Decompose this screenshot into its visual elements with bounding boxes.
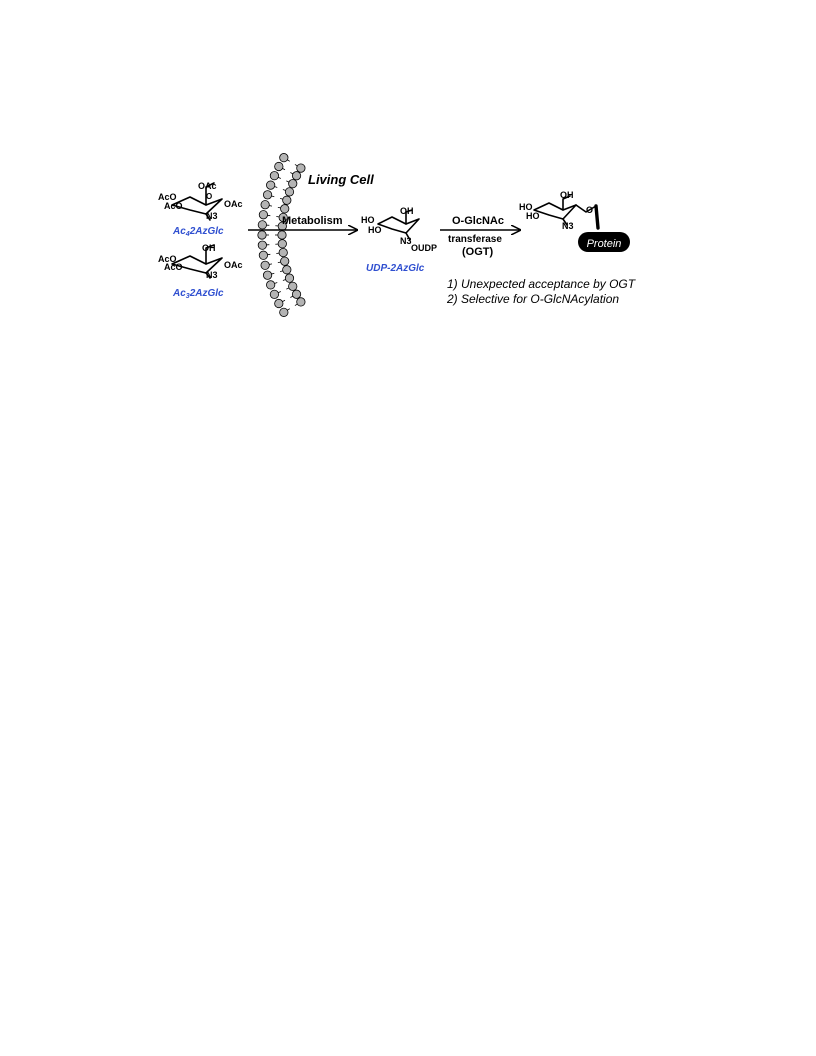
lipid-head-outer <box>269 171 280 181</box>
note-1: 1) Unexpected acceptance by OGT <box>447 277 637 291</box>
group-oh-top: OH <box>202 243 216 253</box>
lipid-head-outer <box>260 260 270 270</box>
glycosidic-oxygen: O <box>586 205 593 215</box>
lipid-head-inner <box>291 289 302 299</box>
ac3-2azglc-structure: OH AcO AcO OAc N3 Ac32AzGlc <box>158 243 243 300</box>
lipid-head-outer <box>274 298 284 309</box>
ac3-2azglc-name: Ac32AzGlc <box>172 288 224 300</box>
lipid-head-outer <box>266 280 276 290</box>
group-azide: N3 <box>206 270 218 280</box>
group-azide: N3 <box>562 221 574 231</box>
protein-shape <box>578 232 630 252</box>
group-ho-2: HO <box>526 211 540 221</box>
lipid-head-outer <box>262 190 273 200</box>
lipid-head-inner <box>280 256 290 266</box>
group-ho-2: HO <box>368 225 382 235</box>
lipid-head-inner <box>288 281 298 291</box>
lipid-head-inner <box>278 212 288 223</box>
lipid-head-inner <box>280 204 290 214</box>
group-oh-top: OH <box>400 206 414 216</box>
glycoprotein-product: OH HO HO N3 O Protein <box>519 190 630 252</box>
lipid-head-outer <box>258 210 268 220</box>
lipid-head-inner <box>284 273 295 283</box>
lipid-head-inner <box>277 230 287 240</box>
lipid-head-outer <box>257 230 267 240</box>
group-oh-top: OH <box>560 190 574 200</box>
lipid-head-outer <box>262 270 273 280</box>
group-ho-1: HO <box>361 215 375 225</box>
group-aco-2: AcO <box>164 201 183 211</box>
group-aco-1: AcO <box>158 254 177 264</box>
metabolism-label: Metabolism <box>282 215 343 227</box>
ac4-2azglc-structure: OAc AcO AcO OAc N3 O Ac42AzGlc <box>158 181 243 238</box>
udp-2azglc-name: UDP-2AzGlc <box>366 263 425 274</box>
lipid-head-outer <box>257 240 267 250</box>
lipid-head-outer <box>279 307 289 317</box>
lipid-head-inner <box>284 187 295 197</box>
group-oac-anomeric: OAc <box>224 260 243 270</box>
lipid-head-outer <box>257 220 267 230</box>
group-aco-2: AcO <box>164 262 183 272</box>
living-cell-label: Living Cell <box>308 172 374 187</box>
udp-2azglc-structure: OH HO HO OUDP N3 UDP-2AzGlc <box>361 206 437 274</box>
ogt-label-bot: (OGT) <box>462 246 493 258</box>
group-aco-1: AcO <box>158 192 177 202</box>
lipid-head-outer <box>260 200 270 210</box>
lipid-head-outer <box>258 250 268 260</box>
group-ho-1: HO <box>519 202 533 212</box>
lipid-head-inner <box>277 239 287 249</box>
lipid-head-inner <box>291 171 302 181</box>
note-2: 2) Selective for O-GlcNAcylation <box>446 292 619 306</box>
group-oac-anomeric: OAc <box>224 199 243 209</box>
lipid-head-inner <box>278 247 288 258</box>
group-azide: N3 <box>206 211 218 221</box>
group-oudp: OUDP <box>411 243 437 253</box>
lipid-head-inner <box>282 195 292 205</box>
ogt-label-mid: transferase <box>448 234 502 245</box>
ring-oxygen: O <box>206 192 212 201</box>
lipid-head-outer <box>274 161 284 172</box>
lipid-head-outer <box>266 180 276 190</box>
lipid-head-outer <box>269 289 280 299</box>
group-azide: N3 <box>400 236 412 246</box>
protein-label: Protein <box>587 238 622 250</box>
ac4-2azglc-name: Ac42AzGlc <box>172 226 224 238</box>
lipid-head-inner <box>282 265 292 275</box>
lipid-head-inner <box>296 297 306 307</box>
lipid-head-inner <box>296 163 306 173</box>
group-oac-top: OAc <box>198 181 217 191</box>
cell-membrane <box>257 153 306 317</box>
lipid-head-inner <box>288 179 298 189</box>
lipid-head-outer <box>279 153 289 163</box>
ogt-label-top: O-GlcNAc <box>452 215 504 227</box>
